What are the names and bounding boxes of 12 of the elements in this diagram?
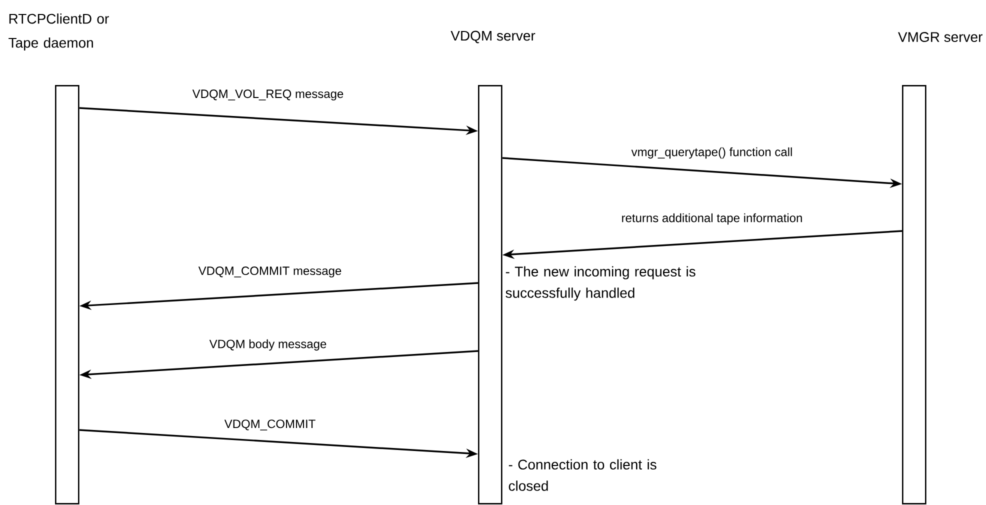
note: - The new incoming request is successfully handled bbox=[506, 266, 696, 301]
edge-label: VDQM_COMMIT message bbox=[198, 266, 342, 278]
edge-label: VDQM body message bbox=[209, 339, 326, 351]
edge-label: VDQM_VOL_REQ message bbox=[192, 90, 344, 100]
node-label: VMGR server bbox=[898, 32, 982, 42]
edge-label: returns additional tape information bbox=[622, 213, 802, 225]
edge-label: VDQM_COMMIT bbox=[224, 420, 316, 430]
lifeline: VMGR server bbox=[898, 32, 982, 504]
edge-label: vmgr_querytape() function call bbox=[631, 147, 792, 159]
lifeline: RTCPClientD or Tape daemon bbox=[8, 13, 109, 504]
node-label: RTCPClientD or Tape daemon bbox=[8, 13, 109, 51]
node-label: VDQM server bbox=[450, 30, 536, 44]
